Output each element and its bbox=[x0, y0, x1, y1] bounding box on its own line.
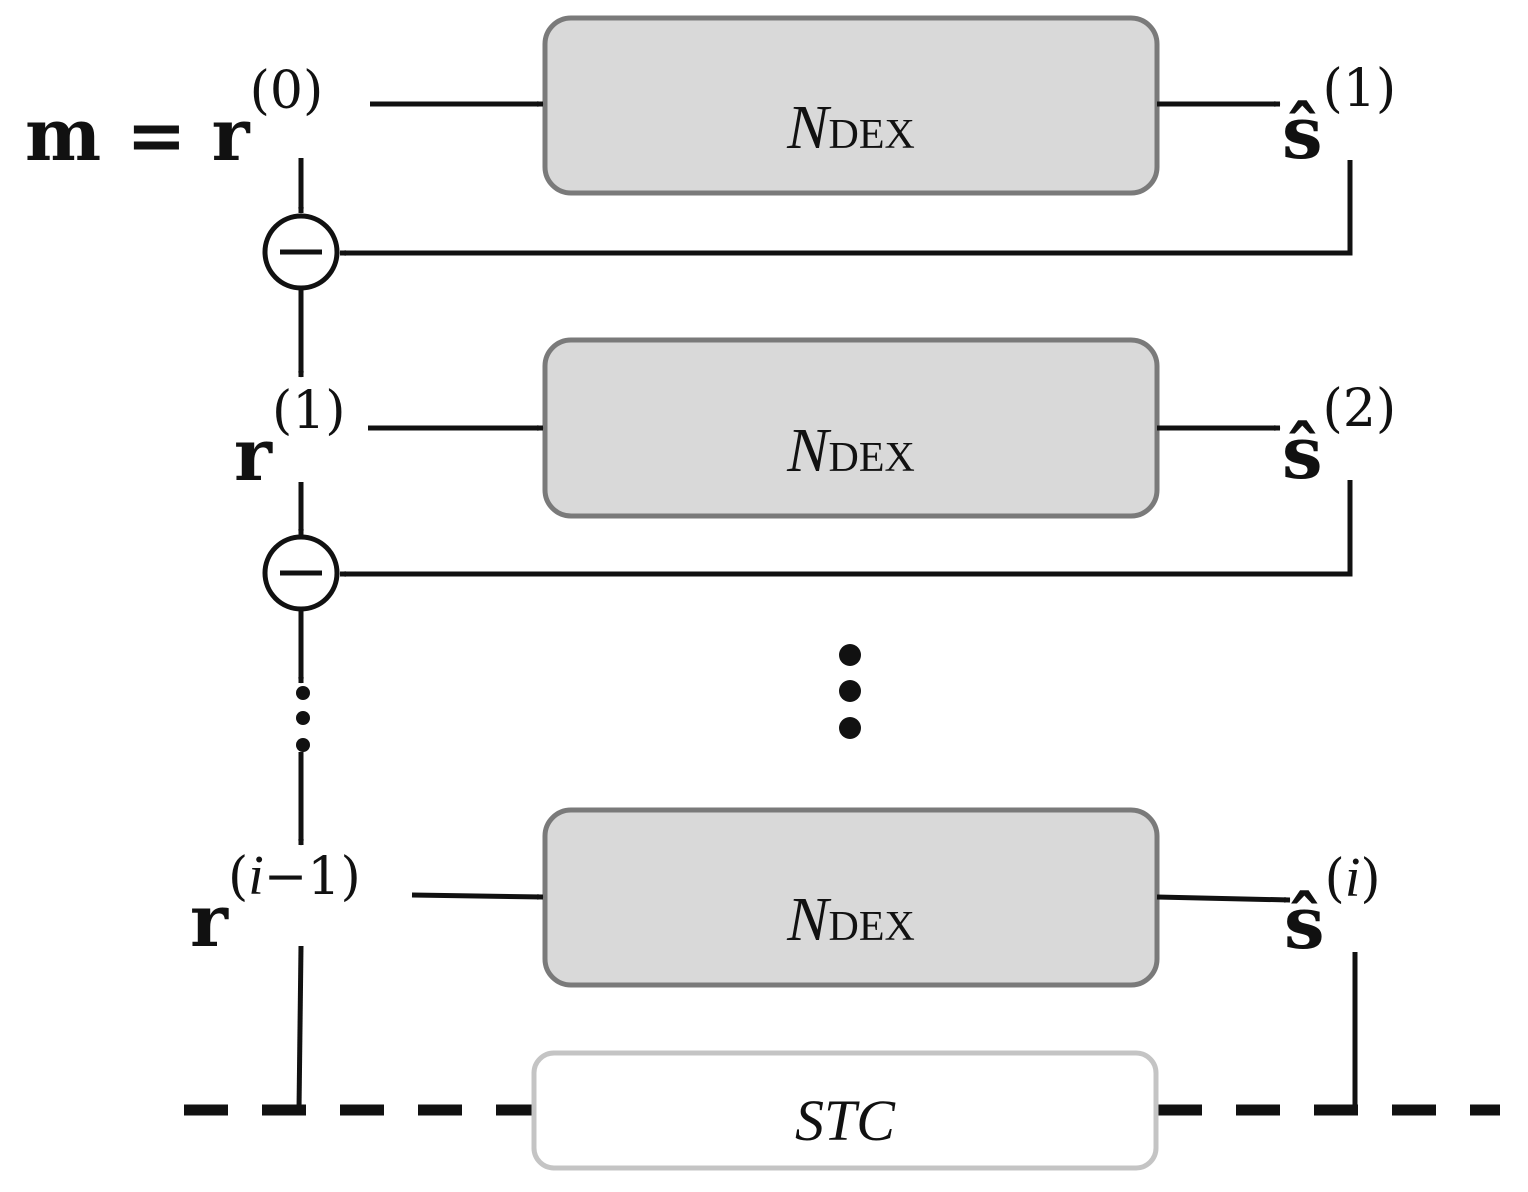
input-label-ri-minus-1: r(i−1) bbox=[190, 845, 361, 963]
ellipsis-dot bbox=[839, 644, 861, 666]
output-label-s2: ŝ(2) bbox=[1282, 379, 1396, 495]
ndex-block-1-label: NDEX bbox=[786, 94, 915, 162]
feedback-s2-to-subtractor-2 bbox=[339, 480, 1353, 577]
stc-block bbox=[531, 1050, 1159, 1171]
ndex-block-2-label: NDEX bbox=[786, 417, 915, 485]
ellipsis-dot bbox=[839, 680, 861, 702]
ndex-block-i-label: NDEX bbox=[786, 886, 915, 954]
stage-1: NDEX m = r(0) ŝ(1) bbox=[25, 15, 1396, 378]
ellipsis-dot bbox=[296, 711, 310, 725]
vertical-ellipsis-left bbox=[296, 686, 310, 846]
input-label-r1: r(1) bbox=[234, 381, 346, 497]
stage-i: NDEX r(i−1) ŝ(i) bbox=[190, 807, 1381, 1111]
arrow-ri-to-ndex-i bbox=[411, 892, 544, 900]
ndex-block-2 bbox=[542, 337, 1160, 519]
ndex-block-i bbox=[542, 807, 1160, 988]
ellipsis-dot bbox=[296, 686, 310, 700]
output-label-si: ŝ(i) bbox=[1284, 847, 1381, 965]
arrow-ndex-i-to-si bbox=[1156, 894, 1291, 903]
output-label-s1: ŝ(1) bbox=[1282, 59, 1396, 175]
ellipsis-dot bbox=[839, 717, 861, 739]
stage-2: NDEX r(1) ŝ(2) bbox=[234, 337, 1396, 684]
vertical-ellipsis-center bbox=[839, 644, 861, 739]
ndex-block-1 bbox=[542, 15, 1160, 196]
input-label-m-r0: m = r(0) bbox=[25, 61, 323, 177]
ellipsis-dot bbox=[296, 738, 310, 752]
stc-block-label: STC bbox=[795, 1088, 896, 1153]
stc-bus: STC bbox=[184, 1050, 1500, 1171]
line-ri-to-stc-bus bbox=[296, 945, 304, 1111]
feedback-s1-to-subtractor-1 bbox=[339, 160, 1353, 256]
